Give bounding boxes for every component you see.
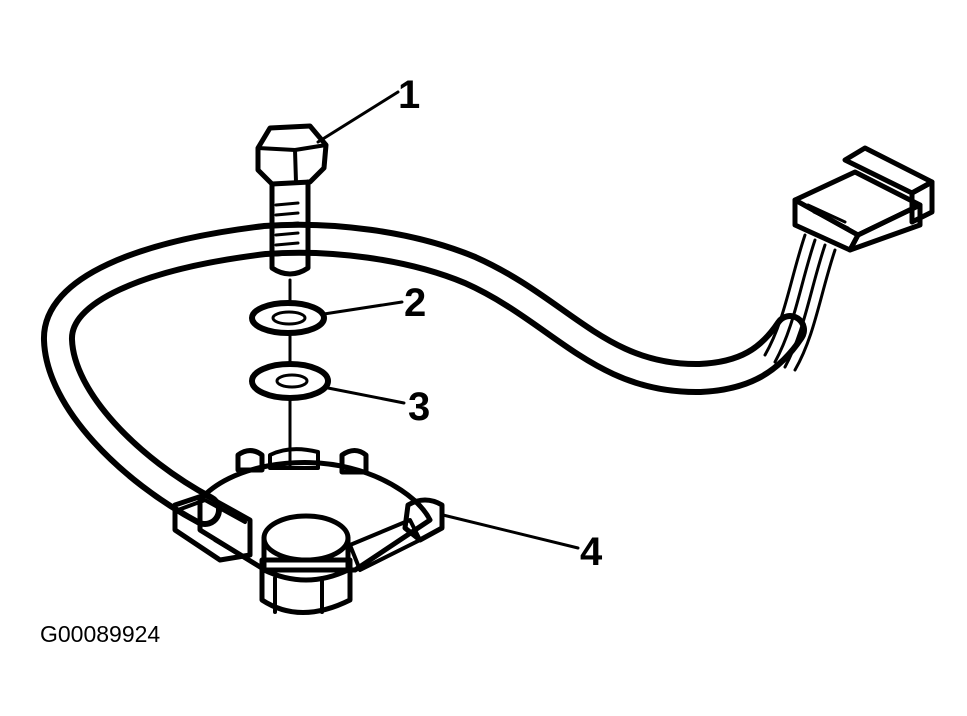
callout-label-2: 2 [404,281,426,325]
switch-body [172,447,445,615]
callout-label-3: 3 [408,385,430,429]
callout-label-4: 4 [580,530,603,574]
washer-upper [249,300,327,336]
wire-harness-cable [41,221,837,527]
connector-plug [792,145,935,253]
figure-id: G00089924 [40,621,160,647]
leader-lines [316,90,580,550]
bolt [255,123,329,277]
washer-lower [249,361,331,401]
callout-label-1: 1 [398,73,420,117]
